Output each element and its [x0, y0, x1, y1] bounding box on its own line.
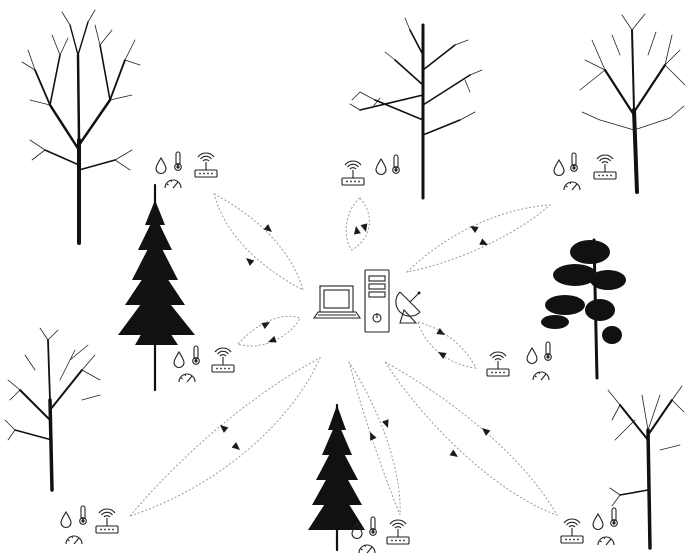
arrow-icon [449, 449, 461, 460]
wireless-router-icon [194, 152, 218, 178]
arrow-icon [381, 419, 392, 430]
sensor-cluster-bottom-right [560, 507, 618, 546]
arrow-icon [366, 430, 377, 441]
thermometer-icon [610, 507, 618, 527]
link-bottom-center [348, 361, 401, 516]
wireless-router-icon [341, 160, 365, 186]
link-right-middle [417, 321, 477, 369]
gauge-icon [563, 181, 581, 191]
wireless-router-icon [95, 508, 119, 534]
wireless-router-icon [211, 347, 235, 373]
arrow-icon [243, 255, 255, 266]
link-bottom-right [384, 361, 559, 516]
link-top-left [213, 193, 304, 291]
thermometer-icon [544, 341, 552, 361]
node-bottom-right-tree [607, 385, 685, 550]
arrow-icon [479, 425, 491, 436]
node-top-right-tree [579, 13, 686, 194]
arrow-icon [231, 442, 243, 453]
sensor-cluster-left-middle [173, 345, 235, 383]
sensor-cluster-bottom-left [60, 505, 119, 545]
water-drop-icon [526, 347, 538, 365]
water-drop-icon [155, 157, 167, 175]
node-top-center-tree [349, 17, 483, 200]
water-drop-icon [592, 513, 604, 531]
node-top-left-tree [21, 9, 141, 245]
sensor-cluster-top-right [553, 152, 617, 191]
water-drop-icon [553, 159, 565, 177]
gauge-icon [164, 179, 182, 189]
wireless-router-icon [486, 351, 510, 377]
wireless-router-icon [386, 519, 410, 545]
thermometer-icon [392, 154, 400, 174]
node-bottom-left-tree [4, 327, 101, 492]
thermometer-icon [192, 345, 200, 365]
node-left-middle-tree [118, 183, 195, 392]
arrow-icon [263, 224, 275, 235]
arrow-icon [479, 238, 490, 249]
water-drop-icon [60, 511, 72, 529]
sensor-cluster-top-center [341, 154, 400, 186]
wireless-router-icon [560, 518, 584, 544]
thermometer-icon [174, 151, 182, 171]
gauge-icon [358, 544, 376, 554]
arrow-icon [352, 225, 361, 235]
gauge-icon [532, 371, 550, 381]
gauge-icon [178, 373, 196, 383]
water-drop-icon [173, 351, 185, 369]
arrow-icon [266, 335, 277, 346]
link-top-right [405, 204, 552, 273]
link-left-middle [237, 315, 301, 347]
node-right-middle-tree [541, 238, 626, 380]
server-tower-icon [364, 269, 390, 333]
gauge-icon [65, 535, 83, 545]
gauge-icon [597, 536, 615, 546]
laptop-icon [312, 285, 362, 319]
hub-devices [312, 269, 421, 333]
communication-links [128, 193, 559, 518]
sensor-cluster-bottom-center [351, 516, 410, 554]
satellite-dish-icon [395, 291, 421, 324]
thermometer-icon [369, 516, 377, 536]
thermometer-icon [570, 152, 578, 172]
link-top-center [345, 197, 370, 251]
sensor-cluster-right-middle [486, 341, 552, 381]
node-bottom-center-tree [308, 403, 365, 552]
link-bottom-left [128, 356, 322, 518]
sensor-cluster-top-left [155, 151, 218, 189]
wireless-router-icon [593, 154, 617, 180]
water-drop-icon [375, 158, 387, 176]
thermometer-icon [79, 505, 87, 525]
